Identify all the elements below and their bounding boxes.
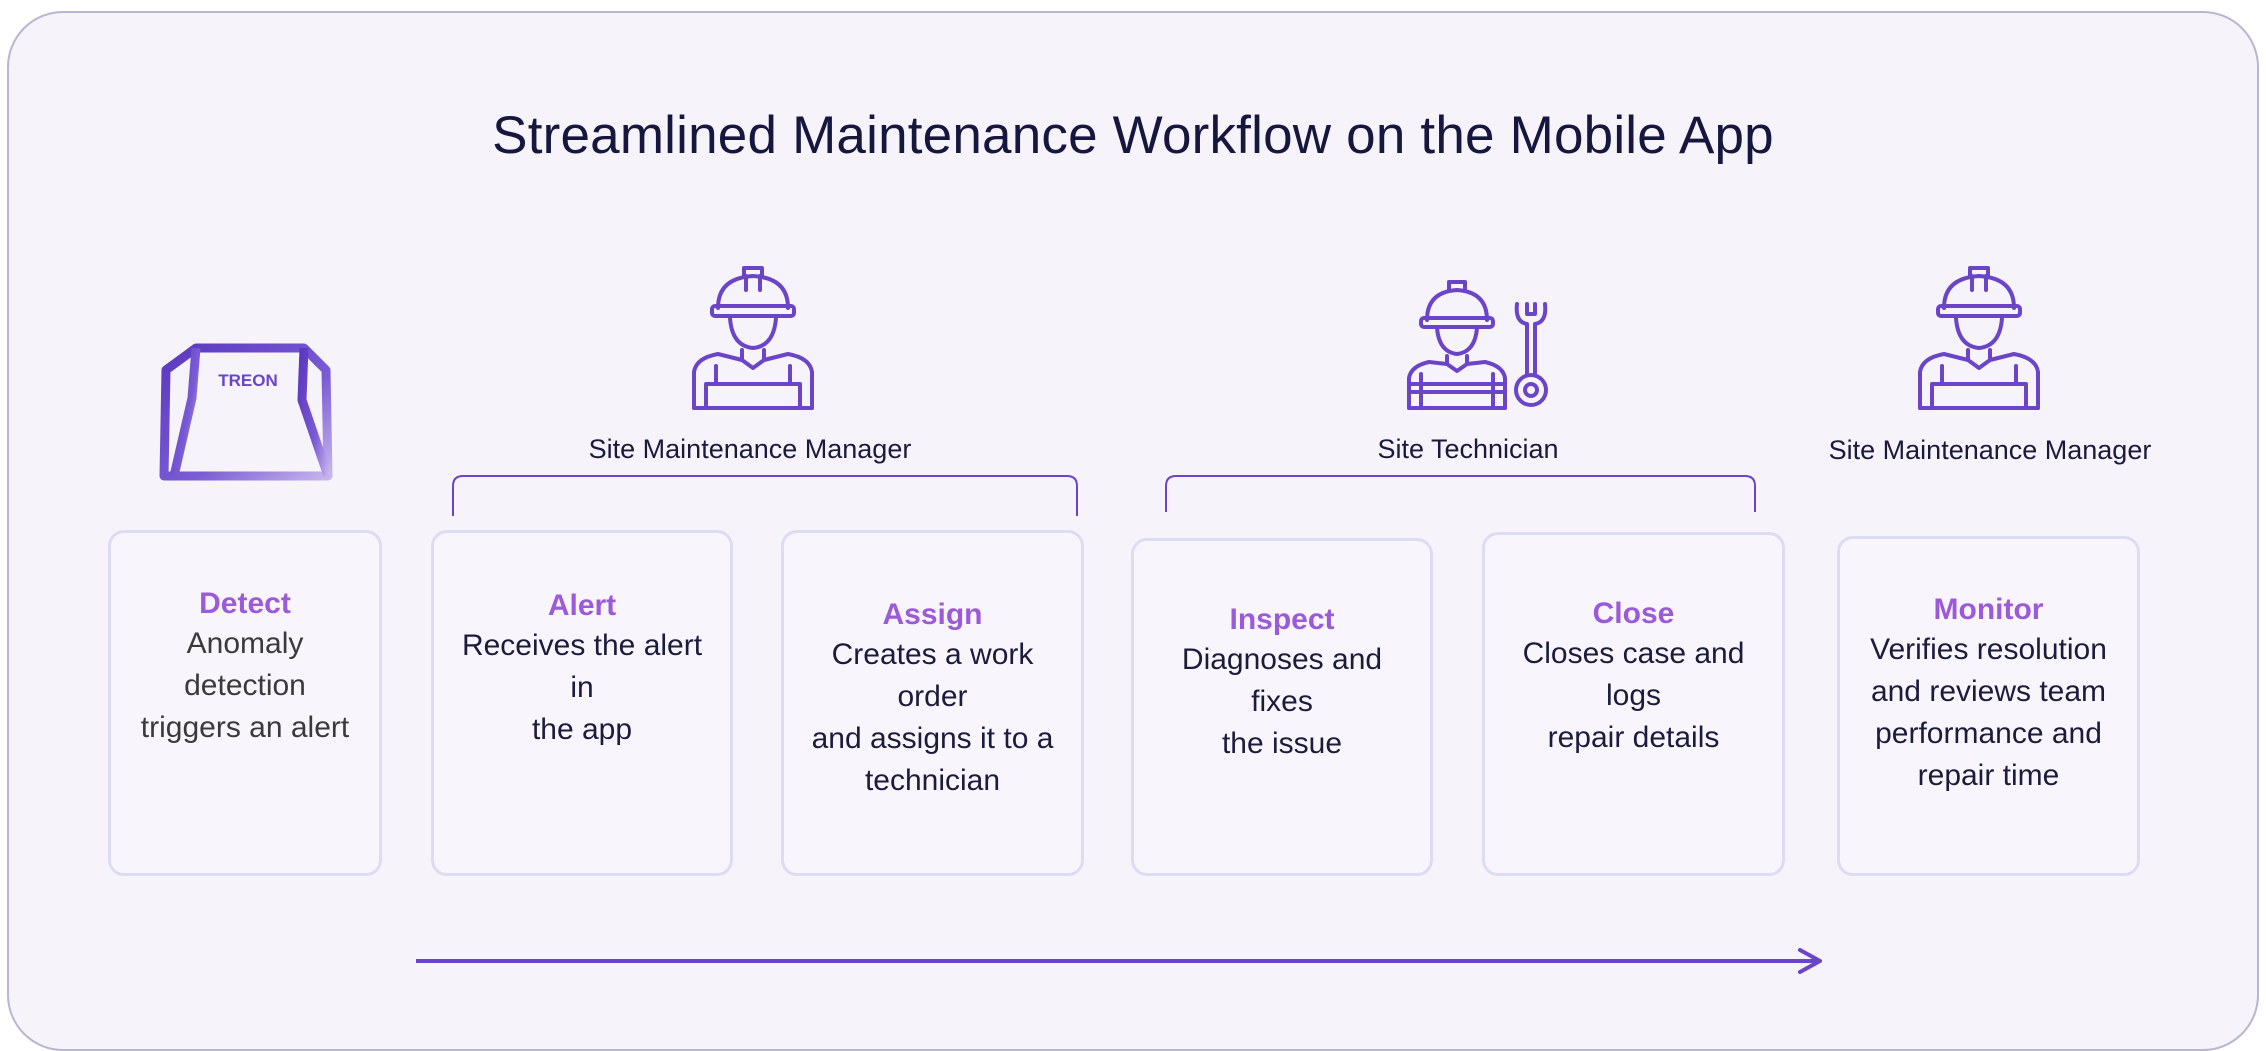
step-card-alert: Alert Receives the alert in the app [431, 530, 733, 876]
step-card-inspect: Inspect Diagnoses and fixes the issue [1131, 538, 1433, 876]
step-description: Creates a work order and assigns it to a… [811, 638, 1054, 797]
diagram-canvas [7, 11, 2259, 1051]
worker-icon [692, 266, 814, 410]
step-description: Closes case and logs repair details [1522, 637, 1745, 754]
diagram-title: Streamlined Maintenance Workflow on the … [492, 106, 1774, 165]
step-description: Anomaly detection triggers an alert [140, 627, 350, 744]
technician-with-wrench-icon [1407, 280, 1548, 410]
role-bracket-manager [452, 475, 1078, 516]
step-card-close: Close Closes case and logs repair detail… [1482, 532, 1785, 876]
device-brand-label: TREON [218, 371, 278, 390]
role-label-manager-monitor: Site Maintenance Manager [1828, 435, 2152, 465]
role-bracket-technician [1165, 475, 1756, 512]
step-title: Alert [547, 589, 617, 622]
step-description: Verifies resolution and reviews team per… [1870, 633, 2107, 792]
step-title: Close [1592, 597, 1675, 630]
step-description: Diagnoses and fixes the issue [1181, 643, 1383, 760]
treon-sensor-device-icon: TREON [159, 343, 333, 481]
step-title: Detect [199, 587, 291, 620]
workflow-arrow [416, 948, 1822, 974]
step-card-detect: Detect Anomaly detection triggers an ale… [108, 530, 382, 876]
role-label-manager: Site Maintenance Manager [588, 434, 912, 464]
step-title: Assign [882, 598, 983, 631]
role-label-technician: Site Technician [1377, 434, 1559, 464]
step-title: Inspect [1229, 603, 1335, 636]
step-card-assign: Assign Creates a work order and assigns … [781, 530, 1084, 876]
step-title: Monitor [1933, 593, 2044, 626]
worker-icon [1918, 266, 2040, 410]
step-description: Receives the alert in the app [461, 629, 703, 746]
step-card-monitor: Monitor Verifies resolution and reviews … [1837, 536, 2140, 876]
